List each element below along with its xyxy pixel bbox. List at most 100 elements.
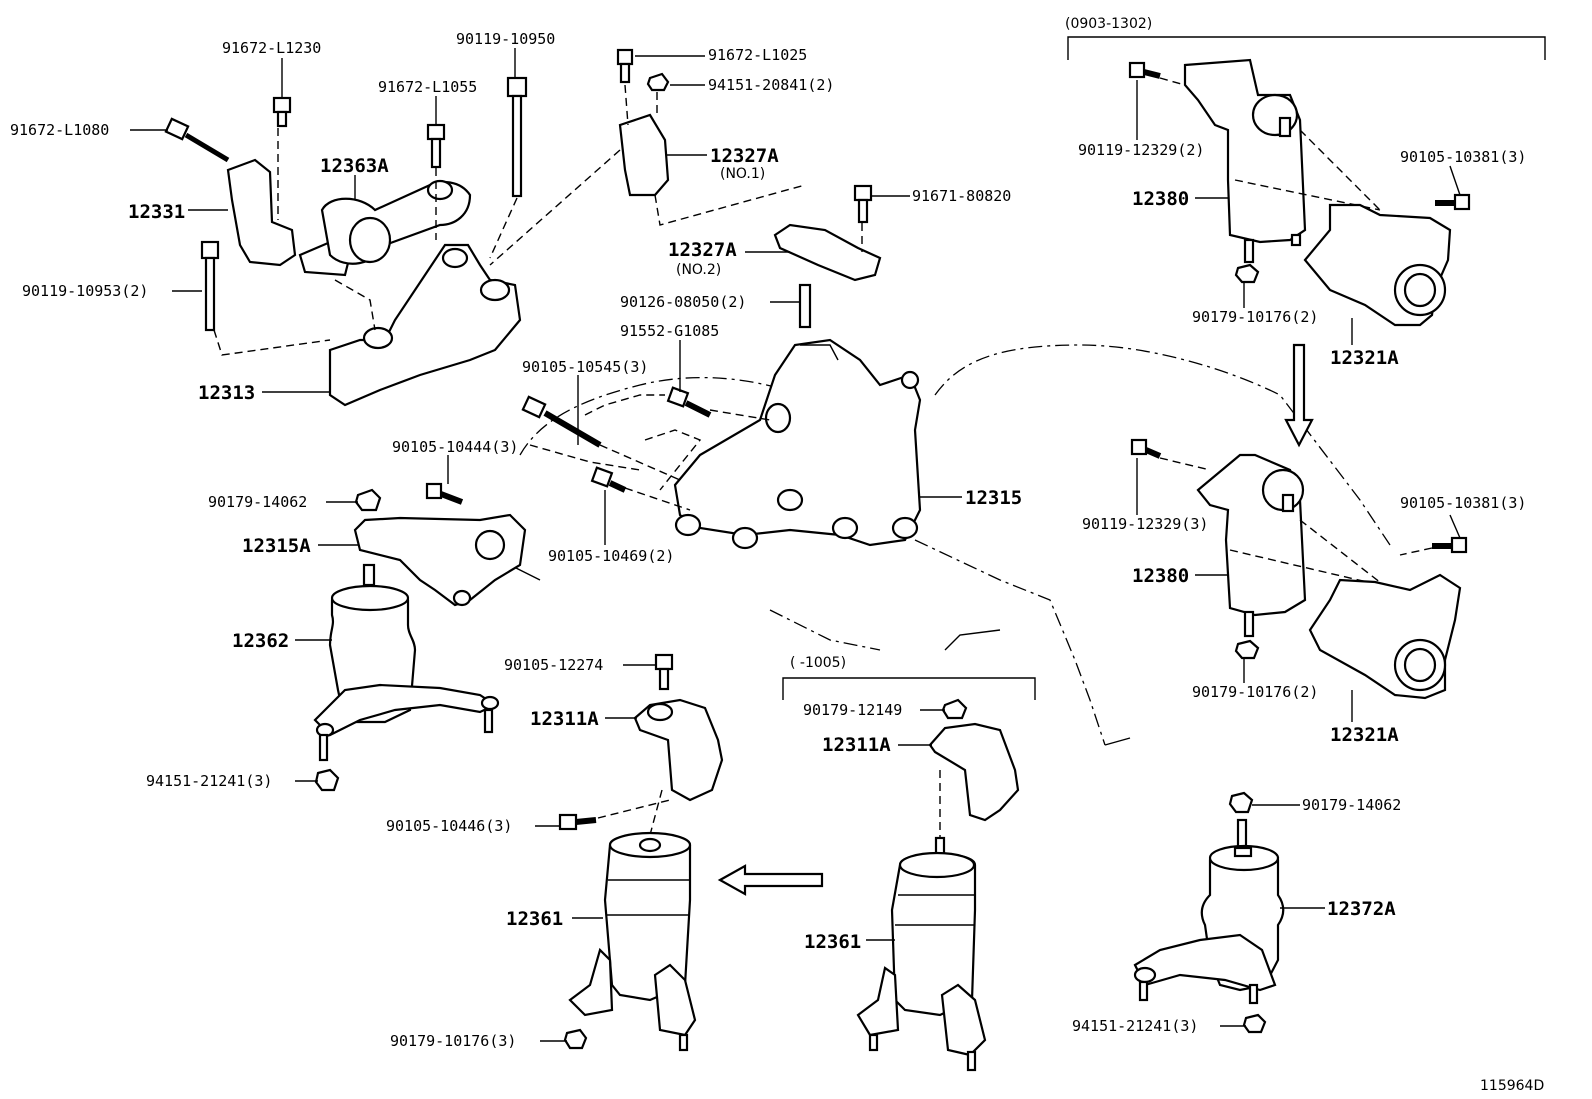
label-12331[interactable]: 12331 — [128, 201, 185, 223]
bracket-12311A-left — [633, 698, 724, 802]
bolt-90105-10381-b — [1432, 536, 1468, 554]
label-12315[interactable]: 12315 — [965, 487, 1022, 509]
label-12327A-no2[interactable]: 12327A — [668, 239, 737, 261]
down-arrow-icon — [1284, 343, 1314, 448]
label-90119-12329-b[interactable]: 90119-12329(3) — [1082, 515, 1208, 533]
label-90105-10469[interactable]: 90105-10469(2) — [548, 547, 674, 565]
nut-90179-14062 — [354, 488, 382, 512]
label-90179-14062-b[interactable]: 90179-14062 — [1302, 796, 1401, 814]
nut-94151-21241 — [314, 768, 340, 792]
label-90179-10176-a[interactable]: 90179-10176(3) — [390, 1032, 516, 1050]
bolt-90119-10953 — [200, 240, 220, 332]
label-12372A[interactable]: 12372A — [1327, 898, 1396, 920]
bolt-91672-L1055 — [426, 123, 446, 169]
label-12362[interactable]: 12362 — [232, 630, 289, 652]
label-12313[interactable]: 12313 — [198, 382, 255, 404]
range-bracket-0903-1302 — [1067, 36, 1546, 60]
mount-12363A — [298, 179, 472, 277]
label-no2: (NO.2) — [676, 262, 721, 278]
bracket-12327A-assembly — [489, 48, 882, 329]
stud-90126-08050 — [798, 283, 812, 329]
label-range-0903-1302: (0903-1302) — [1065, 16, 1152, 32]
mount-12361-right-assembly — [782, 677, 1036, 1072]
mount-12372A-assembly — [1133, 791, 1285, 1034]
mount-12380-top-assembly — [1067, 36, 1546, 448]
label-12321A-a[interactable]: 12321A — [1330, 347, 1399, 369]
label-90179-10176-c[interactable]: 90179-10176(2) — [1192, 683, 1318, 701]
bracket-12315 — [673, 338, 922, 547]
bracket-12315-assembly — [521, 338, 922, 550]
nut-94151-21241-b — [1242, 1013, 1267, 1034]
label-90105-10381-a[interactable]: 90105-10381(3) — [1400, 148, 1526, 166]
bolt-90105-10446 — [558, 813, 597, 831]
label-90179-10176-b[interactable]: 90179-10176(2) — [1192, 308, 1318, 326]
label-91552-G1085[interactable]: 91552-G1085 — [620, 322, 719, 340]
label-91672-L1055[interactable]: 91672-L1055 — [378, 78, 477, 96]
label-90119-12329-a[interactable]: 90119-12329(2) — [1078, 141, 1204, 159]
mount-12380-bottom-assembly — [1130, 438, 1468, 700]
bolt-90105-10545 — [521, 395, 602, 448]
label-90105-10444[interactable]: 90105-10444(3) — [392, 438, 518, 456]
label-90119-10950[interactable]: 90119-10950 — [456, 30, 555, 48]
label-94151-20841[interactable]: 94151-20841(2) — [708, 76, 834, 94]
label-12315A[interactable]: 12315A — [242, 535, 311, 557]
bolt-91672-L1025 — [616, 48, 634, 66]
bracket-12311A-right — [928, 722, 1020, 822]
nut-90179-12149 — [941, 698, 968, 720]
nut-90179-10176-a — [563, 1028, 588, 1050]
label-12321A-b[interactable]: 12321A — [1330, 724, 1399, 746]
range-bracket-1005 — [782, 677, 1036, 700]
bracket-12327A-no1 — [618, 113, 670, 197]
bolt-91672-L1230 — [272, 96, 292, 128]
label-94151-21241-b[interactable]: 94151-21241(3) — [1072, 1017, 1198, 1035]
part-labels: 91672-L1230 90119-10950 91672-L1055 9167… — [10, 16, 1544, 1094]
bracket-12313 — [328, 243, 522, 407]
label-90105-10545[interactable]: 90105-10545(3) — [522, 358, 648, 376]
nut-90179-10176-c — [1234, 639, 1260, 660]
bracket-12331 — [226, 158, 297, 267]
label-12361-b[interactable]: 12361 — [804, 931, 861, 953]
label-90179-12149[interactable]: 90179-12149 — [803, 701, 902, 719]
leader-lines — [130, 48, 1461, 1042]
label-12361-a[interactable]: 12361 — [506, 908, 563, 930]
bolt-90119-12329-a — [1128, 61, 1161, 79]
bolt-90119-10950 — [506, 76, 528, 198]
label-12380-b[interactable]: 12380 — [1132, 565, 1189, 587]
label-no1: (NO.1) — [720, 166, 765, 182]
label-12363A[interactable]: 12363A — [320, 155, 389, 177]
bolt-91671-80820 — [853, 184, 873, 202]
label-range-1005: ( -1005) — [790, 655, 846, 671]
nut-90179-10176-b — [1234, 263, 1260, 284]
label-91671-80820[interactable]: 91671-80820 — [912, 187, 1011, 205]
label-91672-L1080[interactable]: 91672-L1080 — [10, 121, 109, 139]
bolt-91672-L1080 — [164, 117, 230, 163]
bolt-91552-G1085 — [666, 386, 712, 418]
label-12380-a[interactable]: 12380 — [1132, 188, 1189, 210]
label-90126-08050[interactable]: 90126-08050(2) — [620, 293, 746, 311]
bolt-90119-12329-b — [1130, 438, 1162, 459]
mount-12362-assembly — [313, 482, 527, 792]
mount-12361-left-assembly — [558, 653, 824, 1052]
label-12327A-no1[interactable]: 12327A — [710, 145, 779, 167]
bolt-90105-10444 — [425, 482, 464, 505]
bolt-90105-12274 — [654, 653, 674, 671]
label-90105-10446[interactable]: 90105-10446(3) — [386, 817, 512, 835]
label-91672-L1230[interactable]: 91672-L1230 — [222, 39, 321, 57]
label-90105-10381-b[interactable]: 90105-10381(3) — [1400, 494, 1526, 512]
nut-94151-20841 — [646, 72, 670, 92]
label-90179-14062-a[interactable]: 90179-14062 — [208, 493, 307, 511]
label-12311A-b[interactable]: 12311A — [822, 734, 891, 756]
left-arrow-icon — [717, 864, 824, 896]
nut-90179-14062-b — [1228, 791, 1254, 814]
label-90105-12274[interactable]: 90105-12274 — [504, 656, 603, 674]
label-94151-21241-a[interactable]: 94151-21241(3) — [146, 772, 272, 790]
bracket-12327A-no2 — [773, 223, 882, 282]
upper-left-assembly — [164, 76, 528, 407]
label-12311A-a[interactable]: 12311A — [530, 708, 599, 730]
figure-id: 115964D — [1480, 1078, 1544, 1094]
label-91672-L1025[interactable]: 91672-L1025 — [708, 46, 807, 64]
bolt-90105-10381-a — [1435, 193, 1471, 211]
label-90119-10953[interactable]: 90119-10953(2) — [22, 282, 148, 300]
